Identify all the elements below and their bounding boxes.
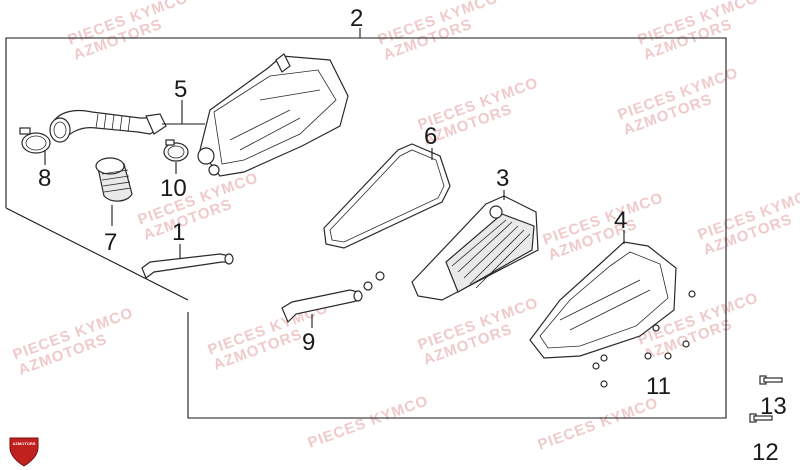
callout-5: 5 [174, 76, 187, 103]
callout-11: 11 [646, 373, 671, 400]
part-11-screws [592, 290, 696, 388]
part-5-intake-duct [49, 100, 205, 143]
callout-7: 7 [104, 229, 117, 256]
screw [600, 380, 608, 388]
part-10-clamp [163, 139, 189, 174]
callout-4: 4 [614, 207, 627, 234]
part-8-clamp [19, 127, 51, 165]
screw [600, 354, 608, 362]
logo-shield [9, 437, 39, 467]
assembly-frame [5, 28, 727, 419]
watermark-text: PIECES KYMCO [536, 394, 661, 453]
callout-10: 10 [160, 175, 187, 202]
screw [664, 352, 672, 360]
part-4-cover [529, 230, 677, 359]
screw [688, 290, 696, 298]
callout-13: 13 [760, 393, 787, 420]
assembly-outline-diagonal [5, 207, 189, 301]
part-1-drain-tube [141, 244, 234, 279]
part-6-gasket [323, 143, 451, 249]
screw [592, 362, 600, 370]
assembly-outline [5, 37, 727, 419]
callout-3: 3 [496, 165, 509, 192]
part-3-filter-element [411, 190, 539, 301]
part-7-hose [95, 157, 133, 226]
part-13-bolt [759, 375, 783, 385]
air-box-case [197, 53, 349, 177]
logo-text: AZMOTORS [13, 441, 36, 446]
brand-logo: AZMOTORS [9, 437, 39, 467]
callout-12: 12 [752, 439, 779, 466]
part-9-tube [281, 271, 385, 328]
callout-9: 9 [302, 329, 315, 356]
screw [644, 352, 652, 360]
screw [682, 340, 690, 348]
watermark-text: PIECES KYMCO [306, 392, 431, 451]
callout-2: 2 [350, 5, 363, 32]
callout-8: 8 [38, 165, 51, 192]
callout-6: 6 [424, 123, 437, 150]
callout-1: 1 [172, 219, 185, 246]
part-12-bolt [749, 413, 773, 423]
screw [652, 324, 660, 332]
